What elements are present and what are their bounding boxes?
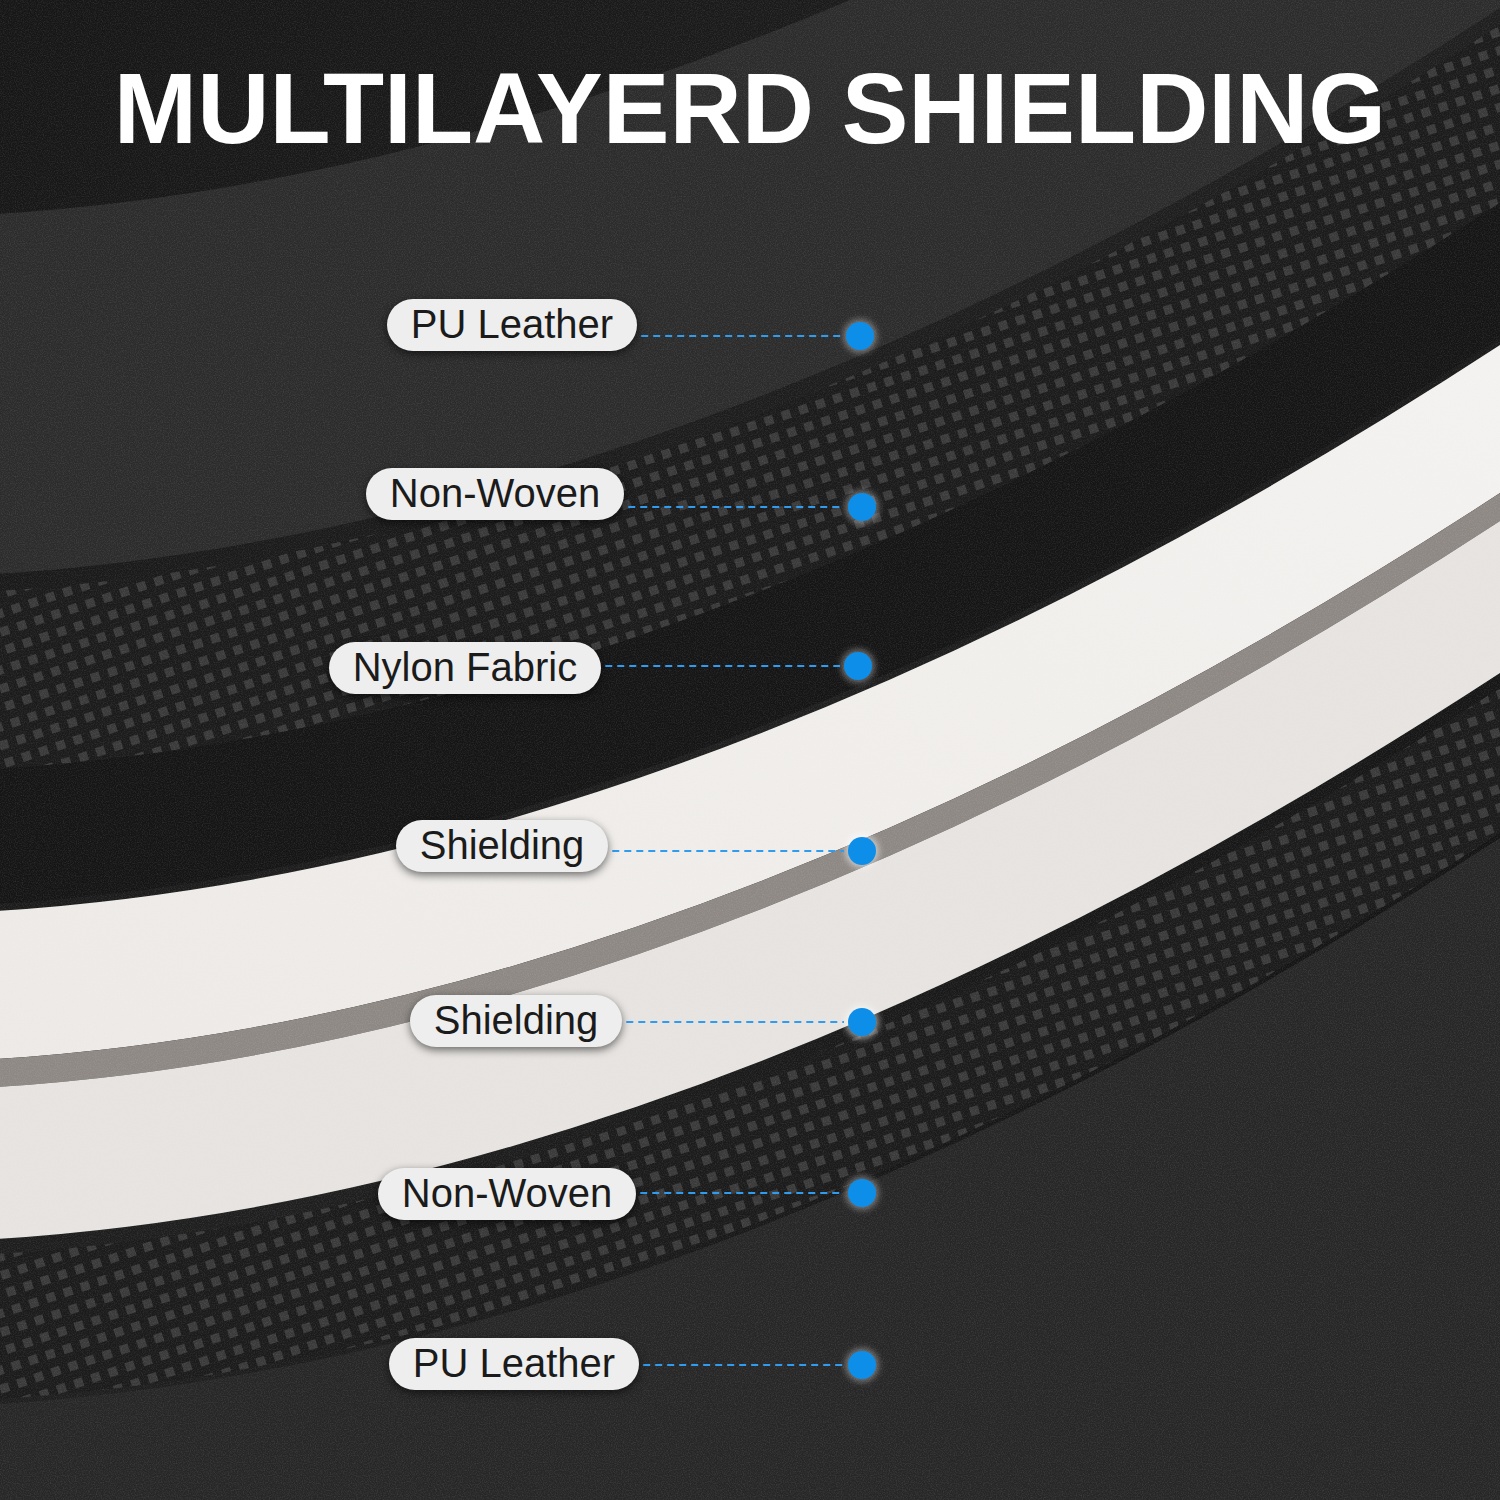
layer-label: Nylon Fabric — [329, 642, 602, 694]
marker-dot — [846, 322, 874, 350]
layer-label: Shielding — [396, 820, 609, 872]
layer-label: Non-Woven — [378, 1168, 636, 1220]
layer-name: Nylon Fabric — [353, 645, 578, 689]
dot-glow — [841, 649, 875, 683]
dot-glow — [843, 319, 877, 353]
layer-name: Shielding — [434, 998, 599, 1042]
leader-line — [643, 1364, 844, 1366]
layer-name: Non-Woven — [402, 1171, 612, 1215]
layer-label: PU Leather — [389, 1338, 639, 1390]
leader-line — [641, 335, 842, 337]
layer-name: PU Leather — [413, 1341, 615, 1385]
title-block: MULTILAYERD SHIELDING — [0, 48, 1500, 168]
dot-glow — [845, 1348, 879, 1382]
leader-line — [640, 1192, 844, 1194]
marker-dot — [848, 493, 876, 521]
title: MULTILAYERD SHIELDING — [114, 52, 1386, 164]
leader-line — [605, 665, 840, 667]
marker-dot — [848, 837, 876, 865]
dot-glow — [845, 834, 879, 868]
leader-line — [628, 506, 844, 508]
dot-glow — [845, 490, 879, 524]
marker-dot — [848, 1008, 876, 1036]
dot-glow — [845, 1005, 879, 1039]
layer-label: Shielding — [410, 995, 623, 1047]
layer-name: PU Leather — [411, 302, 613, 346]
leader-line — [626, 1021, 844, 1023]
marker-dot — [844, 652, 872, 680]
marker-dot — [848, 1351, 876, 1379]
leader-line — [612, 850, 844, 852]
layer-name: Non-Woven — [390, 471, 600, 515]
marker-dots — [841, 319, 879, 1382]
layer-name: Shielding — [420, 823, 585, 867]
marker-dot — [848, 1179, 876, 1207]
layer-label: PU Leather — [387, 299, 637, 351]
dot-glow — [845, 1176, 879, 1210]
layer-label: Non-Woven — [366, 468, 624, 520]
